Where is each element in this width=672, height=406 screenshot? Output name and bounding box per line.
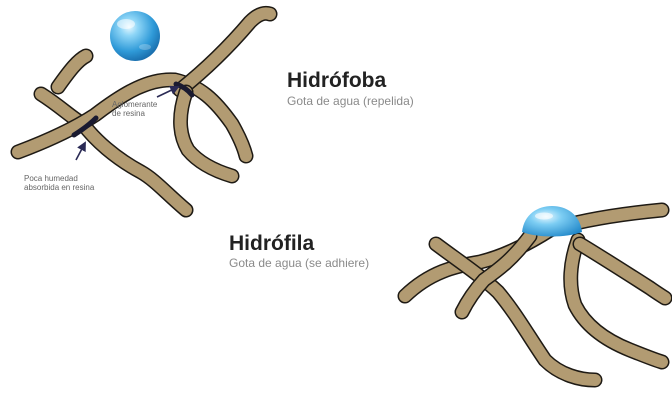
- fiber-strand: [58, 56, 86, 87]
- hydrophilic-subtitle: Gota de agua (se adhiere): [229, 257, 369, 269]
- fiber-strand: [580, 244, 665, 298]
- resin-binder-label: Aglomerante de resina: [112, 100, 157, 118]
- hydrophobic-subtitle: Gota de agua (repelida): [287, 95, 414, 107]
- moisture-label: Poca humedad absorbida en resina: [24, 174, 94, 192]
- fiber-strand: [180, 13, 270, 90]
- water-drop-round: [110, 11, 160, 61]
- moisture-label-line1: Poca humedad: [24, 174, 94, 183]
- resin-binder-label-line2: de resina: [112, 109, 157, 118]
- water-drop-flat: [522, 206, 582, 237]
- resin-binder-label-line1: Aglomerante: [112, 100, 157, 109]
- arrow: [76, 143, 85, 160]
- hydrophilic-fibers: [405, 206, 665, 380]
- moisture-label-line2: absorbida en resina: [24, 183, 94, 192]
- hydrophilic-title: Hidrófila: [229, 233, 314, 254]
- hydrophobic-title: Hidrófoba: [287, 70, 386, 91]
